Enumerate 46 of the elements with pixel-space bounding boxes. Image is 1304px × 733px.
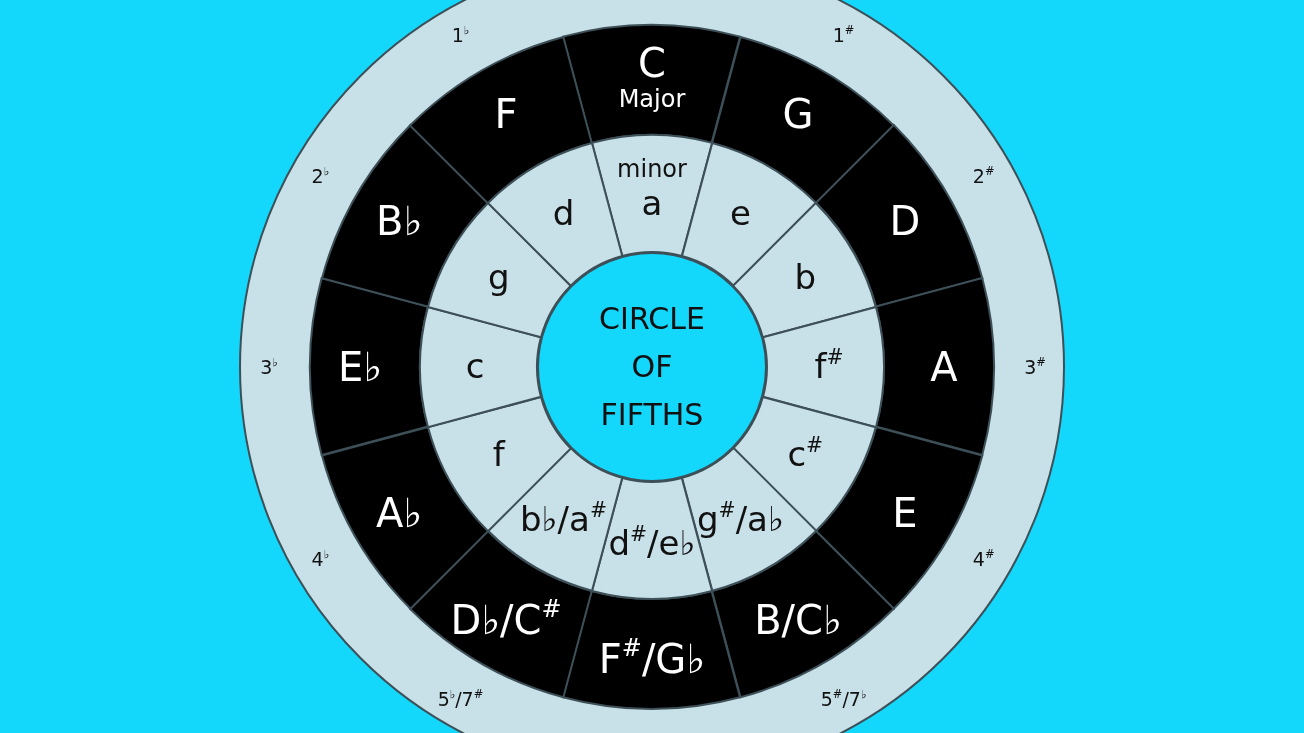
key-name: G bbox=[782, 91, 814, 138]
key-name: g$^{#}$/a♭ bbox=[697, 500, 784, 540]
key-name: C bbox=[638, 40, 666, 87]
key-name: d bbox=[552, 194, 575, 234]
key-name: E♭ bbox=[337, 344, 383, 390]
minor-key-sector bbox=[763, 306, 884, 428]
key-name: A♭ bbox=[376, 490, 423, 536]
key-name: D bbox=[889, 198, 921, 244]
key-name: D♭/C$^{#}$ bbox=[450, 596, 562, 643]
key-name: Major bbox=[618, 86, 686, 114]
major-key-sector bbox=[876, 278, 994, 456]
key-name: minor bbox=[617, 155, 687, 184]
key-signature-label: 1$^{♭}$ bbox=[451, 24, 470, 47]
key-name: F$^{#}$/G♭ bbox=[598, 636, 706, 682]
key-signature-label: 1$^{#}$ bbox=[832, 24, 855, 47]
minor-key-sector bbox=[420, 306, 541, 428]
key-signature-label: 3$^{#}$ bbox=[1024, 356, 1046, 378]
key-signature-label: 4$^{#}$ bbox=[972, 547, 995, 570]
key-name: B♭ bbox=[375, 198, 423, 244]
key-signature-label: 3$^{♭}$ bbox=[260, 356, 278, 378]
key-name: E bbox=[892, 490, 918, 536]
key-signature-label: 2$^{♭}$ bbox=[311, 164, 330, 187]
major-key-sector bbox=[563, 25, 741, 143]
key-signature-label: 5$^{♭}$/7$^{#}$ bbox=[437, 687, 484, 710]
key-signature-label: 4$^{♭}$ bbox=[311, 547, 330, 570]
key-name: b♭/a$^{#}$ bbox=[520, 500, 607, 540]
key-name: g bbox=[487, 258, 510, 299]
key-signature-label: 2$^{#}$ bbox=[972, 164, 995, 187]
key-name: c bbox=[465, 347, 485, 387]
major-key-sector bbox=[310, 278, 428, 456]
key-name: A bbox=[930, 344, 958, 390]
center-label: CIRCLE OF FIFTHS bbox=[598, 300, 706, 434]
key-name: F bbox=[494, 91, 518, 138]
key-name: B/C♭ bbox=[754, 596, 842, 643]
major-key-sector bbox=[563, 591, 741, 709]
key-name: d$^{#}$/e♭ bbox=[608, 524, 696, 564]
key-name: f$^{#}$ bbox=[814, 347, 844, 387]
minor-key-sector bbox=[733, 202, 877, 338]
key-name: a bbox=[641, 183, 663, 223]
minor-key-sector bbox=[733, 396, 877, 532]
key-name: b bbox=[794, 258, 817, 299]
key-signature-label: 5$^{#}$/7$^{♭}$ bbox=[820, 687, 867, 710]
key-name: c$^{#}$ bbox=[787, 435, 824, 476]
key-name: f bbox=[492, 435, 505, 476]
key-name: e bbox=[730, 194, 751, 234]
major-key-sector bbox=[816, 125, 983, 307]
